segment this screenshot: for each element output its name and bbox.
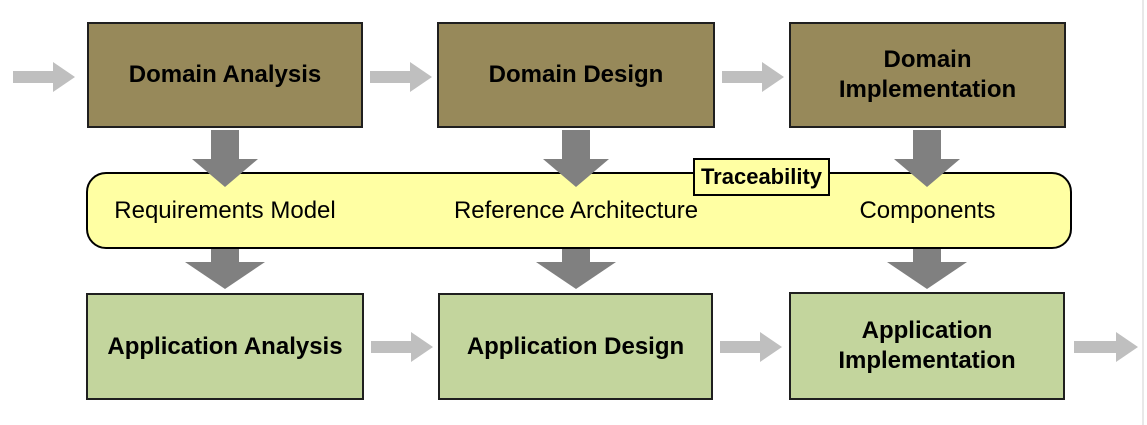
arrow-down-icon (536, 230, 616, 289)
reference-architecture-label: Reference Architecture (453, 197, 699, 224)
flow-in-arrow-icon (13, 62, 75, 92)
page-edge-line (1142, 0, 1144, 425)
requirements-model-label: Requirements Model (114, 197, 336, 224)
domain-analysis-label: Domain Analysis (128, 61, 322, 88)
application-analysis-box: Application Analysis (86, 293, 364, 400)
traceability-tag-label: Traceability (700, 164, 823, 189)
arrow-right-icon (722, 62, 784, 92)
application-design-label: Application Design (466, 332, 685, 360)
traceability-tag: Traceability (693, 158, 830, 196)
domain-design-label: Domain Design (488, 61, 664, 88)
arrow-down-icon (192, 130, 258, 187)
application-design-box: Application Design (438, 293, 713, 400)
arrow-right-icon (370, 62, 432, 92)
domain-implementation-box: Domain Implementation (789, 22, 1066, 128)
arrow-right-icon (371, 332, 433, 362)
domain-implementation-label: Domain Implementation (838, 46, 1017, 103)
application-implementation-box: Application Implementation (789, 292, 1065, 400)
arrow-down-icon (543, 130, 609, 187)
arrow-right-icon (720, 332, 782, 362)
flow-out-arrow-icon (1074, 332, 1138, 362)
arrow-down-icon (887, 230, 967, 289)
application-implementation-label: Application Implementation (838, 317, 1016, 374)
arrow-down-icon (894, 130, 960, 187)
arrow-down-icon (185, 230, 265, 289)
domain-design-box: Domain Design (437, 22, 715, 128)
domain-analysis-box: Domain Analysis (87, 22, 363, 128)
application-analysis-label: Application Analysis (107, 332, 343, 360)
components-label: Components (859, 197, 996, 224)
